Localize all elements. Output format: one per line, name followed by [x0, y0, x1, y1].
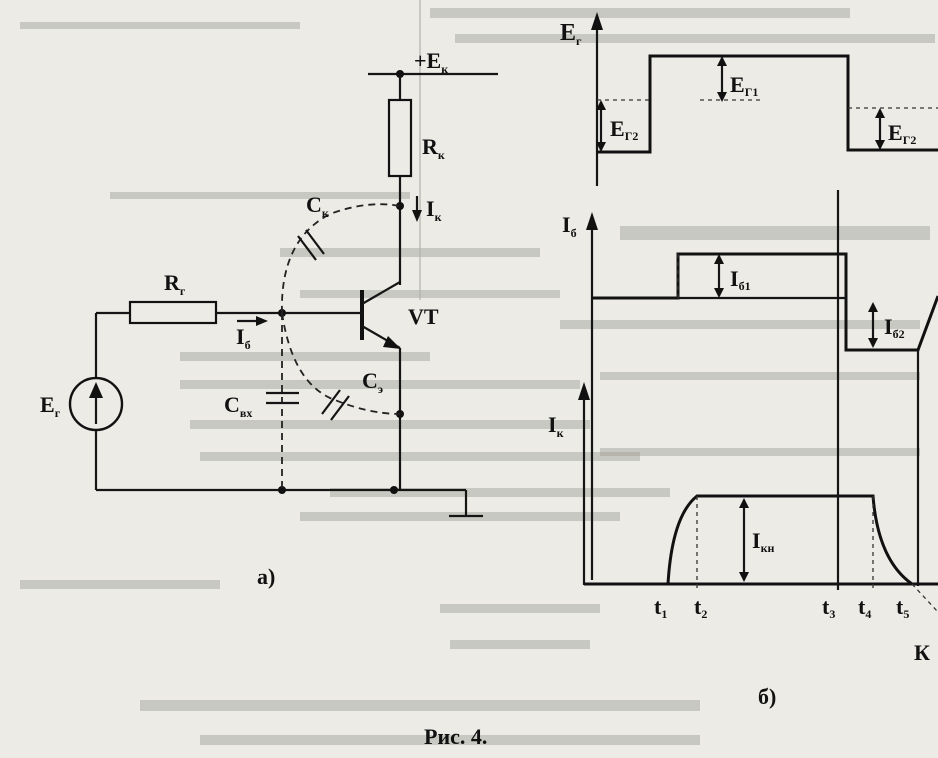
- circuit-diagram: +Eк Rк Iк Cк Rг Iб VT Cэ Cвх Eг а): [40, 48, 498, 589]
- transistor-label: VT: [408, 304, 439, 329]
- collector-node: [396, 202, 404, 210]
- panel-b-label: б): [758, 684, 776, 709]
- t2-label: t2: [694, 594, 707, 621]
- ib-waveform: [592, 252, 938, 352]
- ib1-label: Iб1: [730, 266, 751, 293]
- figure-caption: Рис. 4.: [424, 724, 487, 749]
- collector-cap-label: Cк: [306, 192, 329, 220]
- k-mark-label: К: [914, 640, 930, 665]
- eg2-left-label: EГ2: [610, 116, 638, 143]
- emitter-cap-path: [281, 312, 401, 415]
- eg-waveform: [597, 54, 938, 154]
- generator-resistor-label: Rг: [164, 270, 186, 298]
- t3-label: t3: [822, 594, 835, 621]
- generator-resistor: [128, 300, 218, 325]
- ib-axis-label: Iб: [562, 212, 577, 240]
- eg2-right-label: EГ2: [888, 120, 916, 147]
- emitter-capacitor: [321, 389, 350, 421]
- background-texture: [20, 0, 935, 745]
- collector-capacitor: [297, 229, 325, 261]
- input-cap-label: Cвх: [224, 392, 252, 420]
- ib2-label: Iб2: [884, 314, 905, 341]
- input-capacitor: [266, 391, 299, 405]
- t1-label: t1: [654, 594, 667, 621]
- panel-a-label: а): [257, 564, 275, 589]
- t4-label: t4: [858, 594, 871, 621]
- base-current-label: Iб: [236, 324, 251, 352]
- collector-resistor: [387, 98, 413, 178]
- transistor-vt: [360, 281, 401, 349]
- supply-label: +Eк: [414, 48, 448, 76]
- ik-waveform: [666, 494, 913, 586]
- collector-current-label: Iк: [426, 196, 442, 224]
- emitter-cap-label: Cэ: [362, 368, 383, 396]
- ik-axis-label: Iк: [548, 412, 564, 440]
- t5-label: t5: [896, 594, 909, 621]
- collector-resistor-label: Rк: [422, 134, 445, 162]
- timing-diagrams: Eг EГ1 EГ2 EГ2 Iб Iб1 Iб2: [548, 12, 938, 709]
- eg1-label: EГ1: [730, 72, 758, 99]
- ikn-label: Iкн: [752, 528, 774, 555]
- eg-axis-label: Eг: [560, 20, 582, 48]
- collector-cap-path: [281, 203, 401, 314]
- generator-label: Eг: [40, 392, 61, 420]
